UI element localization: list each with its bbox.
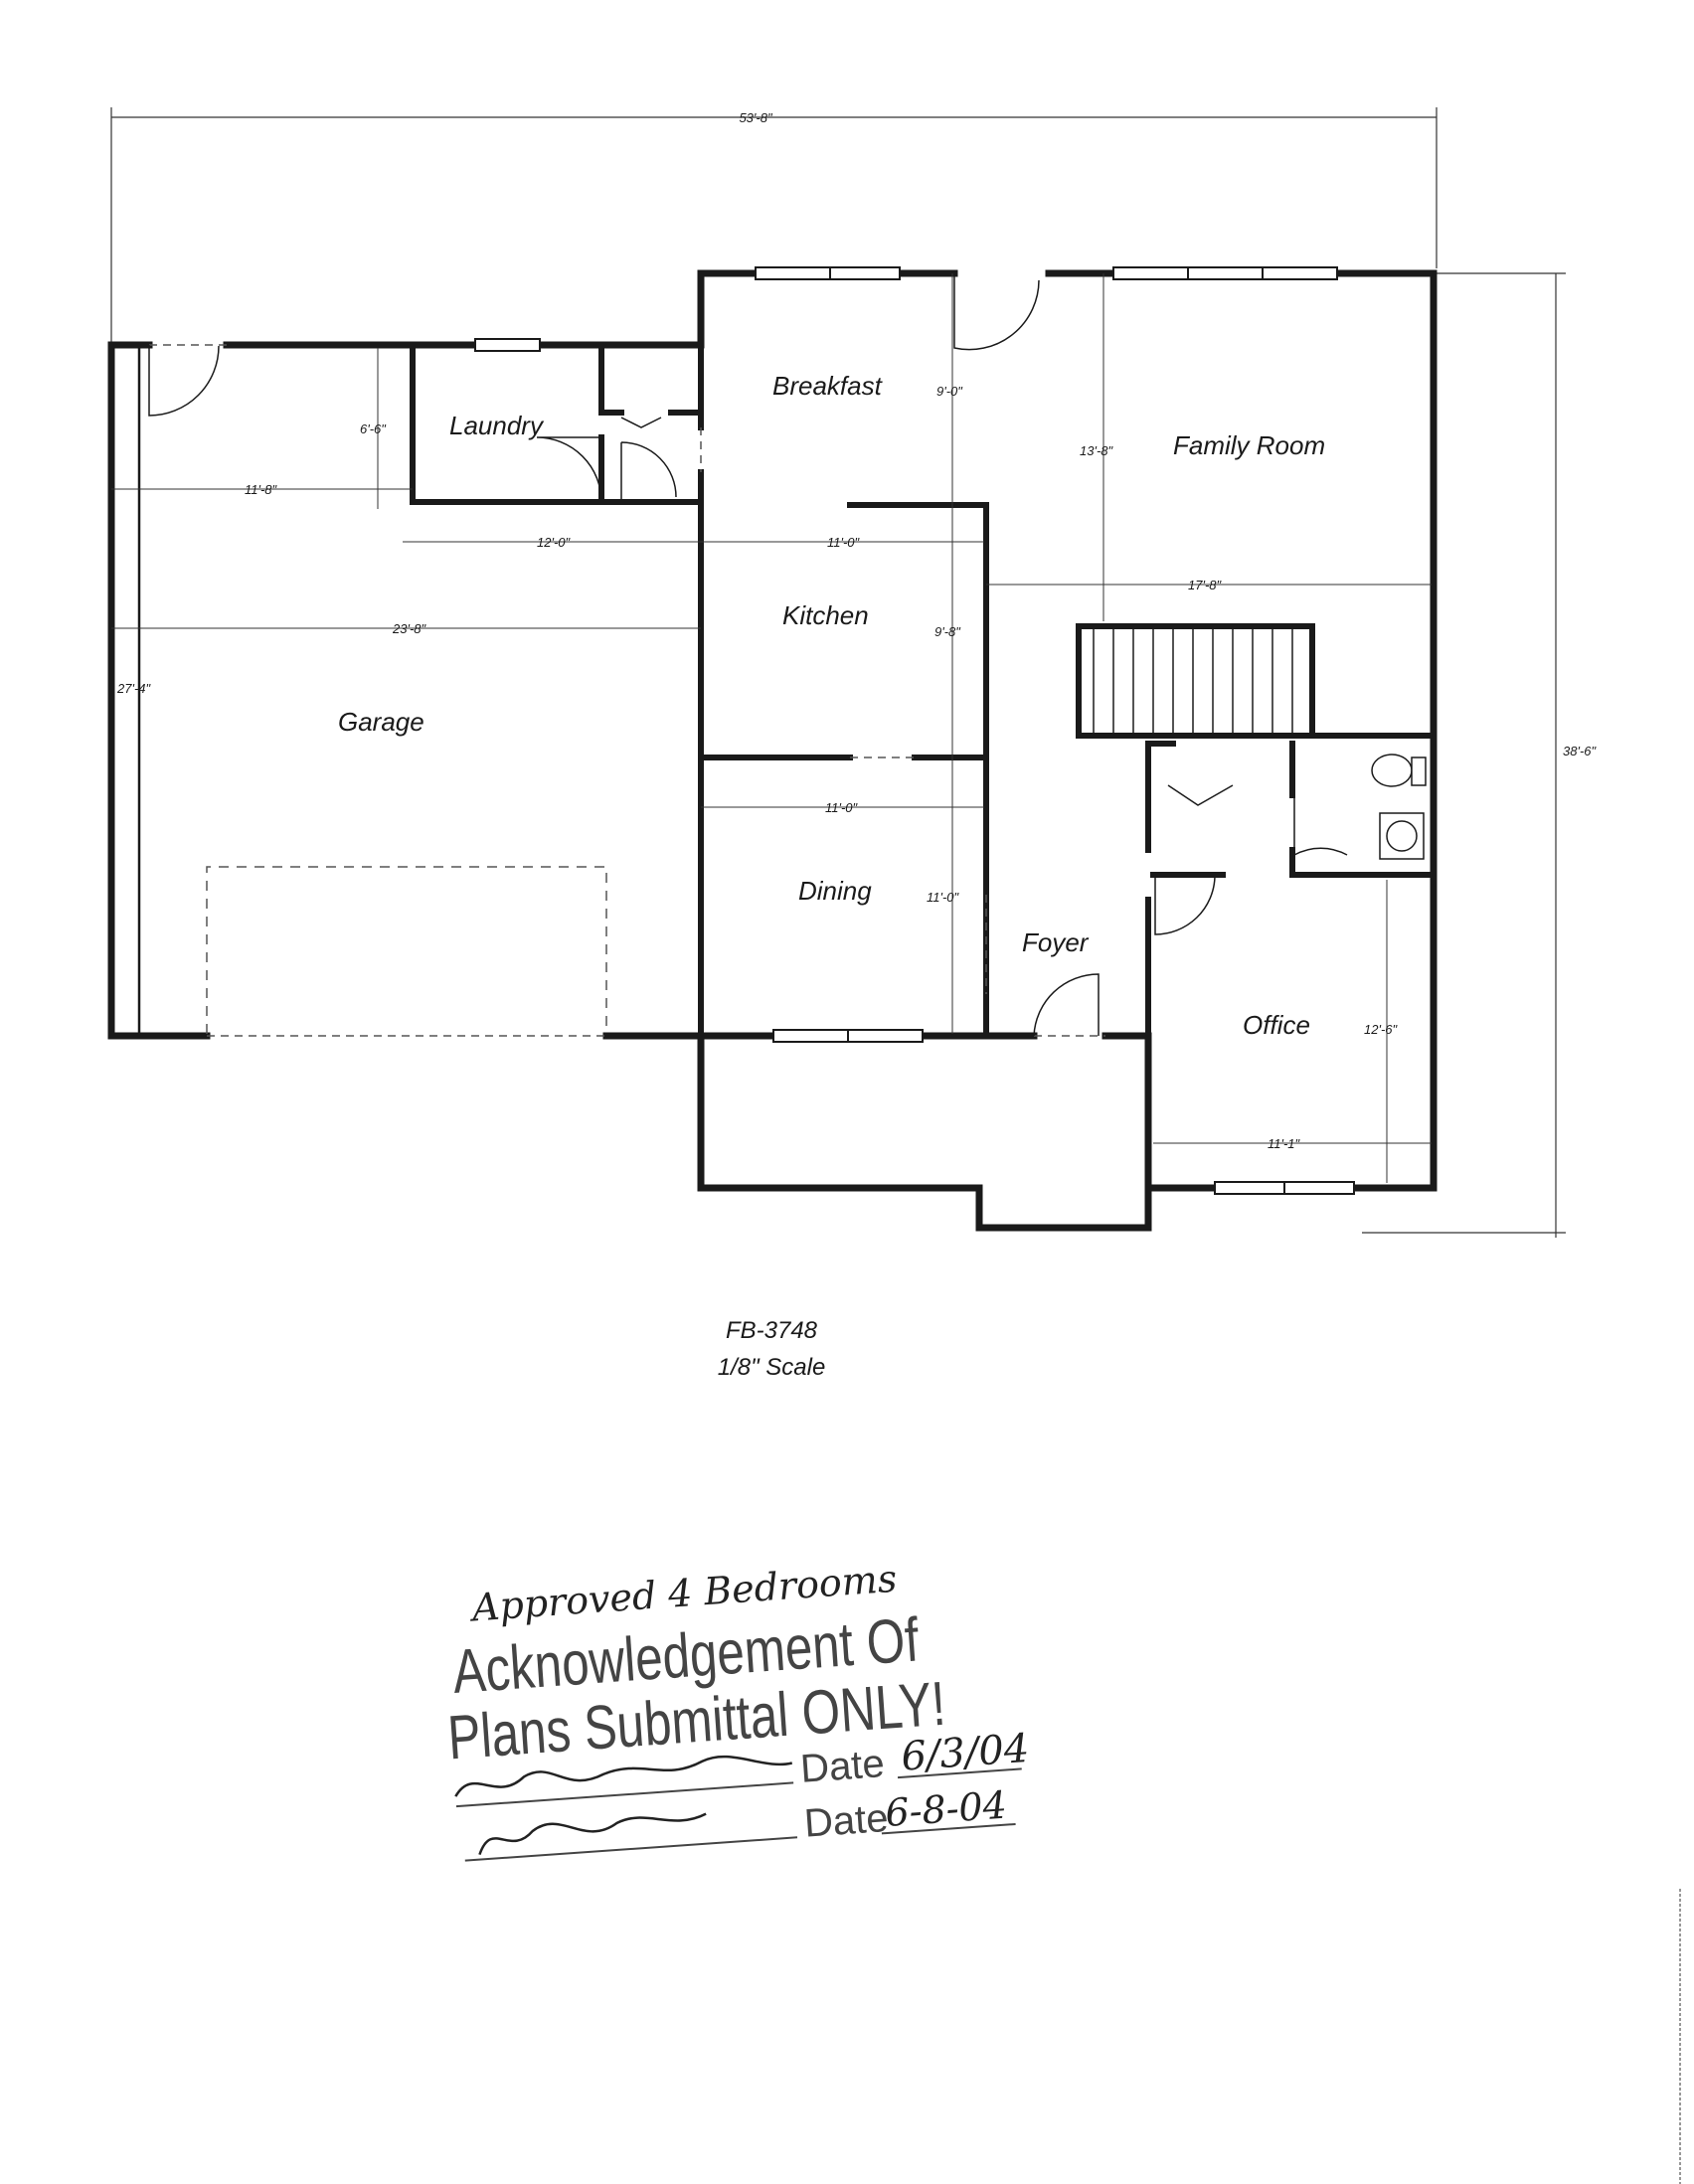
- room-label-dining: Dining: [798, 876, 872, 906]
- interior-dimension-lines: [111, 273, 1432, 1183]
- dim-dining-depth: 11'-0": [927, 890, 960, 905]
- date-value-2: 6-8-04: [884, 1783, 1008, 1835]
- overall-width-label: 53'-8": [739, 110, 773, 125]
- staircase: [1076, 623, 1315, 739]
- room-label-laundry: Laundry: [449, 411, 545, 440]
- signature-2: [478, 1812, 707, 1856]
- windows: [474, 266, 1355, 1195]
- bath-fixtures: [1371, 754, 1427, 860]
- dim-family-depth: 13'-8": [1080, 443, 1114, 458]
- dim-breakfast-depth: 9'-0": [936, 384, 963, 399]
- approval-stamp: Approved 4 Bedrooms Acknowledgement Of P…: [445, 1557, 1031, 1862]
- dim-garage-width: 23'-8": [392, 621, 427, 636]
- room-label-office: Office: [1243, 1010, 1310, 1040]
- scale-caption: 1/8" Scale: [718, 1354, 826, 1381]
- dim-family-width: 17'-8": [1188, 578, 1223, 592]
- room-label-breakfast: Breakfast: [772, 371, 884, 401]
- dim-garage-depth: 27'-4": [116, 681, 152, 696]
- date-label-2: Date: [803, 1796, 890, 1846]
- dim-laundry-height: 6'-6": [360, 421, 387, 436]
- date-value-1: 6/3/04: [900, 1726, 1031, 1780]
- exterior-walls: [107, 269, 1438, 1232]
- dim-office-depth: 12'-6": [1364, 1022, 1399, 1037]
- dim-garage-upper-width: 11'-8": [245, 482, 278, 497]
- dim-laundry-run: 12'-0": [537, 535, 572, 550]
- toilet-icon: [1371, 754, 1413, 787]
- room-label-foyer: Foyer: [1022, 927, 1090, 957]
- room-label-kitchen: Kitchen: [782, 600, 869, 630]
- date-label-1: Date: [799, 1742, 886, 1791]
- dim-office-width: 11'-1": [1268, 1136, 1301, 1151]
- dim-dining-width: 11'-0": [825, 800, 859, 815]
- garage-door: [149, 344, 1105, 1037]
- dim-kitchen-depth: 9'-8": [934, 624, 961, 639]
- overall-dimension-lines: [110, 107, 1566, 1238]
- signature-1: [454, 1755, 793, 1797]
- room-label-garage: Garage: [338, 707, 424, 737]
- dim-breakfast-width: 11'-0": [827, 535, 861, 550]
- overall-depth-label: 38'-6": [1563, 744, 1598, 758]
- door-swings: [148, 276, 1348, 1037]
- plan-id-caption: FB-3748: [726, 1317, 818, 1344]
- room-label-family-room: Family Room: [1173, 430, 1325, 460]
